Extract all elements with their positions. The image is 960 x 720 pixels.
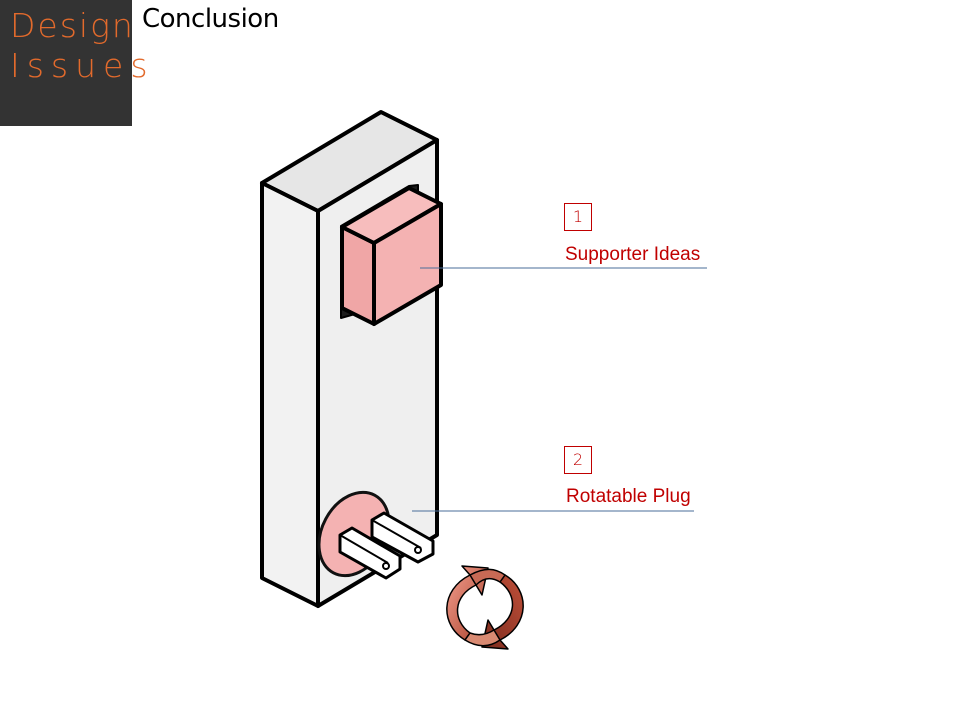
- callout-label-rotatable-plug: Rotatable Plug: [566, 486, 691, 507]
- callout-number-2: 2: [564, 446, 592, 474]
- badge-line-design: Design: [10, 6, 135, 45]
- callout-number-1: 1: [564, 203, 592, 231]
- section-badge: Design Issues: [0, 0, 155, 126]
- rotate-arrows-icon: [446, 565, 524, 650]
- callout-label-supporter-ideas: Supporter Ideas: [565, 244, 701, 265]
- rotatable-plug: [317, 490, 435, 580]
- supporter-block: [340, 184, 443, 326]
- badge-line-issues: Issues: [10, 46, 155, 85]
- page-title: Conclusion: [142, 4, 279, 34]
